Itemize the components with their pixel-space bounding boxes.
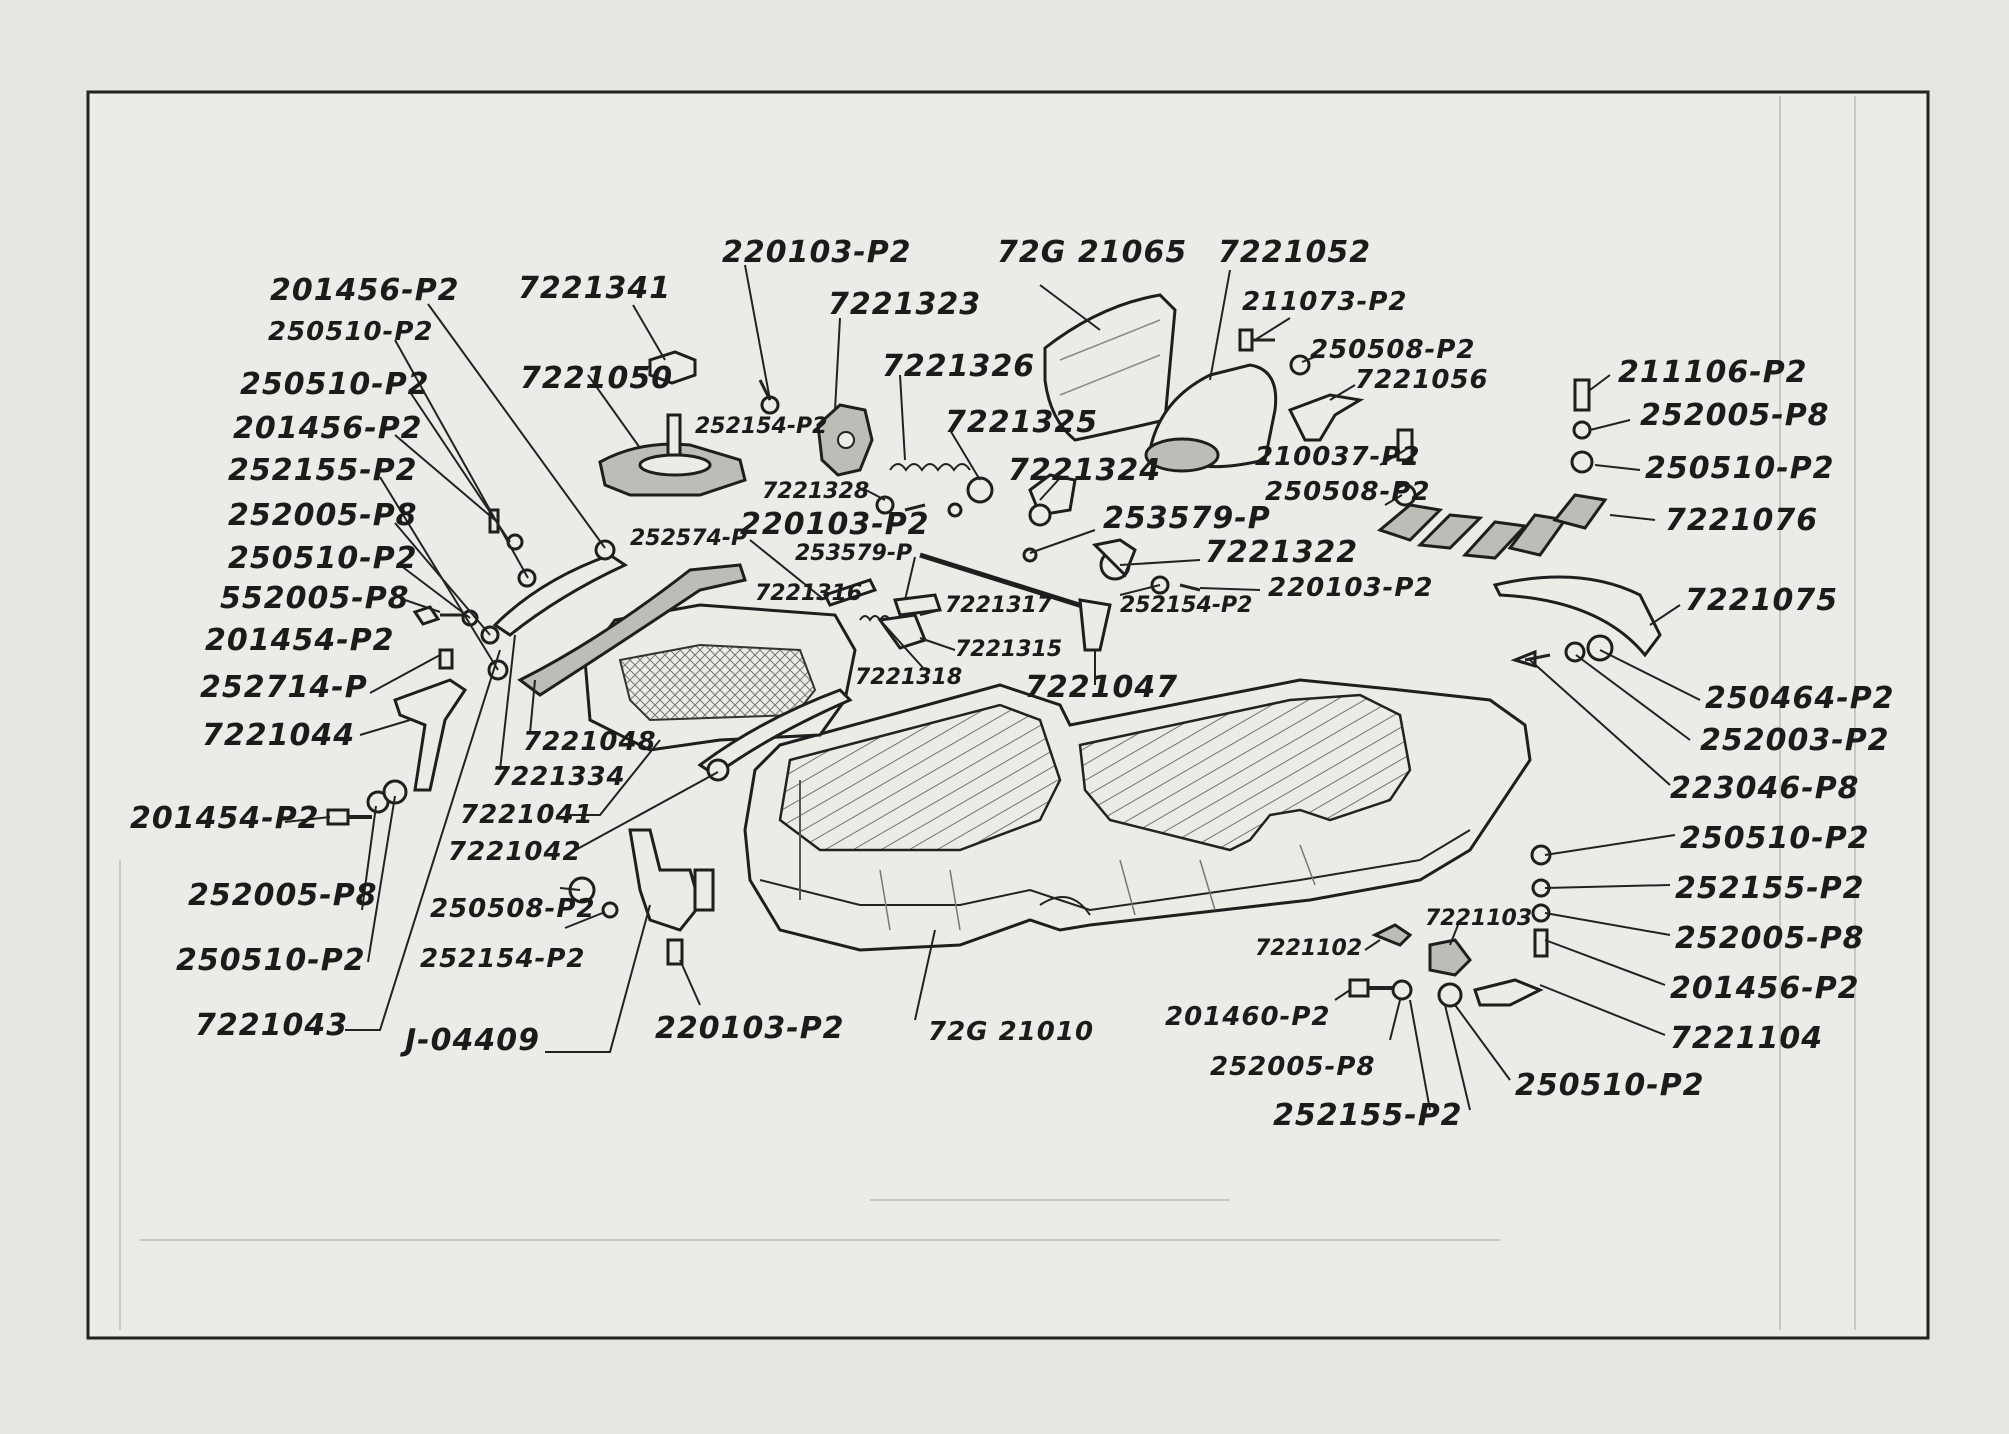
label-7221075: 7221075 [1685,583,1838,618]
label-253579-p: 253579-P [1103,501,1271,536]
label-7221323: 7221323 [828,287,981,322]
label-72g-21010: 72G 21010 [928,1017,1094,1047]
label-210037-p2: 210037-P2 [1255,442,1420,472]
dome-mount [598,413,747,497]
label-223046-p8: 223046-P8 [1670,771,1860,806]
label-7221043: 7221043 [195,1008,348,1043]
bracket-j04409 [628,828,715,932]
label-7221334: 7221334 [492,762,626,792]
show-through-marks [119,96,1856,1330]
label-252005-p8: 252005-P8 [1210,1052,1375,1082]
label-201456-p2: 201456-P2 [233,411,423,446]
fender-7221075 [1492,575,1662,658]
label-252155-p2: 252155-P2 [1675,871,1865,906]
label-7221041: 7221041 [460,800,594,830]
label-7221076: 7221076 [1665,503,1818,538]
label-201456-p2: 201456-P2 [1670,971,1860,1006]
hinge-7221323 [816,403,874,477]
label-7221318: 7221318 [855,665,962,690]
label-7221317: 7221317 [945,593,1053,618]
label-7221042: 7221042 [448,837,582,867]
label-7221326: 7221326 [882,349,1035,384]
label-252005-p8: 252005-P8 [228,498,418,533]
spring-7221326 [889,463,994,504]
label-7221322: 7221322 [1205,535,1358,570]
label-220103-p2: 220103-P2 [1268,573,1433,603]
label-250510-p2: 250510-P2 [228,541,418,576]
sidecar-body [743,678,1532,952]
label-250464-p2: 250464-P2 [1705,681,1895,716]
label-250510-p2: 250510-P2 [240,367,430,402]
label-201454-p2: 201454-P2 [130,801,320,836]
label-201456-p2: 201456-P2 [270,273,460,308]
label-252154-p2: 252154-P2 [695,414,827,439]
label-250510-p2: 250510-P2 [268,317,433,347]
label-253579-p: 253579-P [795,541,912,566]
label-7221104: 7221104 [1670,1021,1823,1056]
label-220103-p2: 220103-P2 [655,1011,845,1046]
label-7221103: 7221103 [1425,906,1532,931]
label-252574-p: 252574-P [630,526,747,551]
label-7221341: 7221341 [518,271,671,306]
label-252003-p2: 252003-P2 [1700,723,1890,758]
label-252154-p2: 252154-P2 [1120,593,1252,618]
label-7221047: 7221047 [1025,670,1178,705]
label-211106-p2: 211106-P2 [1618,355,1808,390]
label-201460-p2: 201460-P2 [1165,1002,1330,1032]
seat-cushion [1144,363,1278,473]
label-7221050: 7221050 [520,361,673,396]
label-252005-p8: 252005-P8 [1675,921,1865,956]
label-250508-p2: 250508-P2 [1310,335,1475,365]
label-252005-p8: 252005-P8 [1640,398,1830,433]
leader-lines [284,264,1701,1111]
nut-7221341 [648,350,697,385]
label-211073-p2: 211073-P2 [1242,287,1407,317]
label-252005-p8: 252005-P8 [188,878,378,913]
label-252155-p2: 252155-P2 [228,453,418,488]
right-bottom-brackets [1371,923,1544,1007]
part-labels: 201456-P2 250510-P2 250510-P2 201456-P2 … [130,235,1895,1133]
label-7221052: 7221052 [1218,235,1371,270]
label-j-04409: J-04409 [400,1023,540,1058]
label-72g-21065: 72G 21065 [997,235,1187,270]
label-7221315: 7221315 [955,637,1062,662]
bracket-7221056 [1287,393,1365,442]
back-cushion [1043,293,1177,442]
label-252714-p: 252714-P [200,670,368,705]
label-7221102: 7221102 [1255,936,1362,961]
label-250510-p2: 250510-P2 [1680,821,1870,856]
linkage-parts [822,578,943,650]
label-220103-p2: 220103-P2 [722,235,912,270]
label-7221048: 7221048 [523,727,657,757]
label-7221325: 7221325 [945,405,1098,440]
label-252154-p2: 252154-P2 [420,944,585,974]
label-220103-p2: 220103-P2 [740,507,930,542]
label-250510-p2: 250510-P2 [176,943,366,978]
label-250510-p2: 250510-P2 [1515,1068,1705,1103]
label-7221044: 7221044 [202,718,355,753]
label-250508-p2: 250508-P2 [1265,477,1430,507]
label-7221324: 7221324 [1008,453,1161,488]
left-bracket [393,678,468,792]
pad-strip-7221076 [1376,493,1608,560]
label-552005-p8: 552005-P8 [220,581,410,616]
label-7221056: 7221056 [1355,365,1489,395]
rod-7221047 [919,552,1112,652]
label-252155-p2: 252155-P2 [1273,1098,1463,1133]
label-201454-p2: 201454-P2 [205,623,395,658]
label-250508-p2: 250508-P2 [430,894,595,924]
label-250510-p2: 250510-P2 [1645,451,1835,486]
label-7221316: 7221316 [755,581,862,606]
label-7221328: 7221328 [762,479,869,504]
